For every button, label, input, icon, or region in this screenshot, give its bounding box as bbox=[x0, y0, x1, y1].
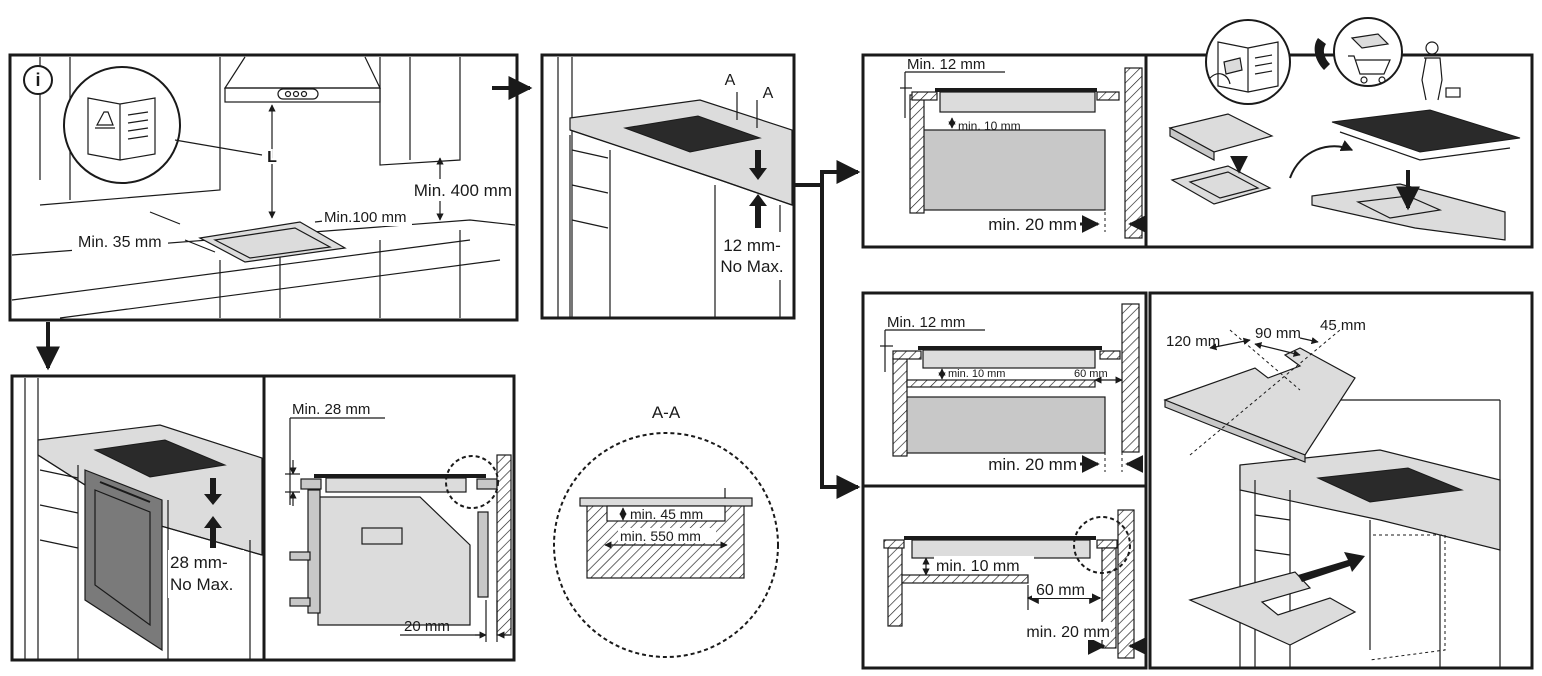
min-550-label: min. 550 mm bbox=[620, 528, 701, 544]
d-60-label: 60 mm bbox=[1036, 582, 1085, 599]
hood-manual-icon bbox=[87, 97, 156, 161]
d-45-label: 45 mm bbox=[1320, 317, 1366, 334]
svg-text:L: L bbox=[267, 149, 277, 166]
d-60-label: 60 mm bbox=[1074, 368, 1108, 380]
panel-worktop-thickness: A A 12 mm- No Max. bbox=[540, 53, 796, 320]
min-20-label: min. 20 mm bbox=[988, 455, 1077, 474]
d-20-label: 20 mm bbox=[404, 618, 450, 635]
technician-icon bbox=[1421, 41, 1461, 101]
min-28-label: Min. 28 mm bbox=[292, 401, 370, 418]
min-20-label: min. 20 mm bbox=[1026, 624, 1110, 641]
thickness-line2: No Max. bbox=[170, 575, 233, 594]
thickness-line1: 12 mm- bbox=[723, 236, 781, 255]
panel-side-clearance: Min. 12 mm min. 10 mm min. 20 mm bbox=[861, 53, 1148, 249]
panel-oven-kitchen: 28 mm- No Max. bbox=[10, 374, 266, 662]
min-20-label: min. 20 mm bbox=[988, 215, 1077, 234]
thickness-line2: No Max. bbox=[720, 257, 783, 276]
insert-arrow-icon bbox=[1298, 552, 1365, 582]
section-title: A-A bbox=[652, 403, 681, 422]
arrow-down-icon bbox=[204, 478, 222, 505]
section-aa-detail: A-A min. 45 mm min. 550 mm bbox=[553, 403, 779, 658]
min-12-label: Min. 12 mm bbox=[907, 56, 985, 73]
min-100-label: Min.100 mm bbox=[324, 209, 407, 226]
flow-arrows bbox=[36, 76, 861, 499]
arrow-up-icon bbox=[749, 194, 767, 228]
arrow-down-icon bbox=[749, 150, 767, 180]
min-45-label: min. 45 mm bbox=[630, 506, 703, 522]
thickness-line1: 28 mm- bbox=[170, 553, 228, 572]
section-a-right: A bbox=[763, 85, 774, 102]
section-a-left: A bbox=[725, 72, 736, 89]
hood-distance-label: L bbox=[267, 149, 277, 166]
oven bbox=[84, 469, 163, 652]
shop-callout bbox=[1333, 17, 1403, 87]
d-90-label: 90 mm bbox=[1255, 325, 1301, 342]
phone-icon bbox=[1314, 38, 1330, 70]
panel-shelf-clearance: min. 10 mm 60 mm min. 20 mm bbox=[861, 484, 1148, 670]
panel-kitchen-overview: i L L Min. 400 mm Min.100 mm Min. 35 mm bbox=[8, 53, 519, 322]
min-400-label: Min. 400 mm bbox=[414, 181, 512, 200]
panel-oven-section: Min. 28 mm 20 mm bbox=[262, 374, 516, 662]
panel-divider-clearance: Min. 12 mm min. 10 mm 60 mm min. 20 mm bbox=[861, 291, 1148, 488]
manual-callout bbox=[63, 66, 181, 184]
panel-cutout-dimensions: 120 mm 90 mm 45 mm bbox=[1148, 291, 1534, 670]
min-10-label: min. 10 mm bbox=[948, 368, 1005, 380]
min-35-label: Min. 35 mm bbox=[78, 234, 162, 251]
min-10-label: min. 10 mm bbox=[958, 119, 1021, 133]
min-10-label: min. 10 mm bbox=[936, 558, 1020, 575]
cart-icon bbox=[1348, 55, 1391, 75]
panel-installation-steps bbox=[1144, 17, 1534, 249]
min-12-label: Min. 12 mm bbox=[887, 314, 965, 331]
arrow-up-icon bbox=[204, 516, 222, 548]
info-icon bbox=[23, 65, 53, 95]
info-badge: i bbox=[35, 70, 40, 90]
d-120-label: 120 mm bbox=[1166, 333, 1220, 350]
